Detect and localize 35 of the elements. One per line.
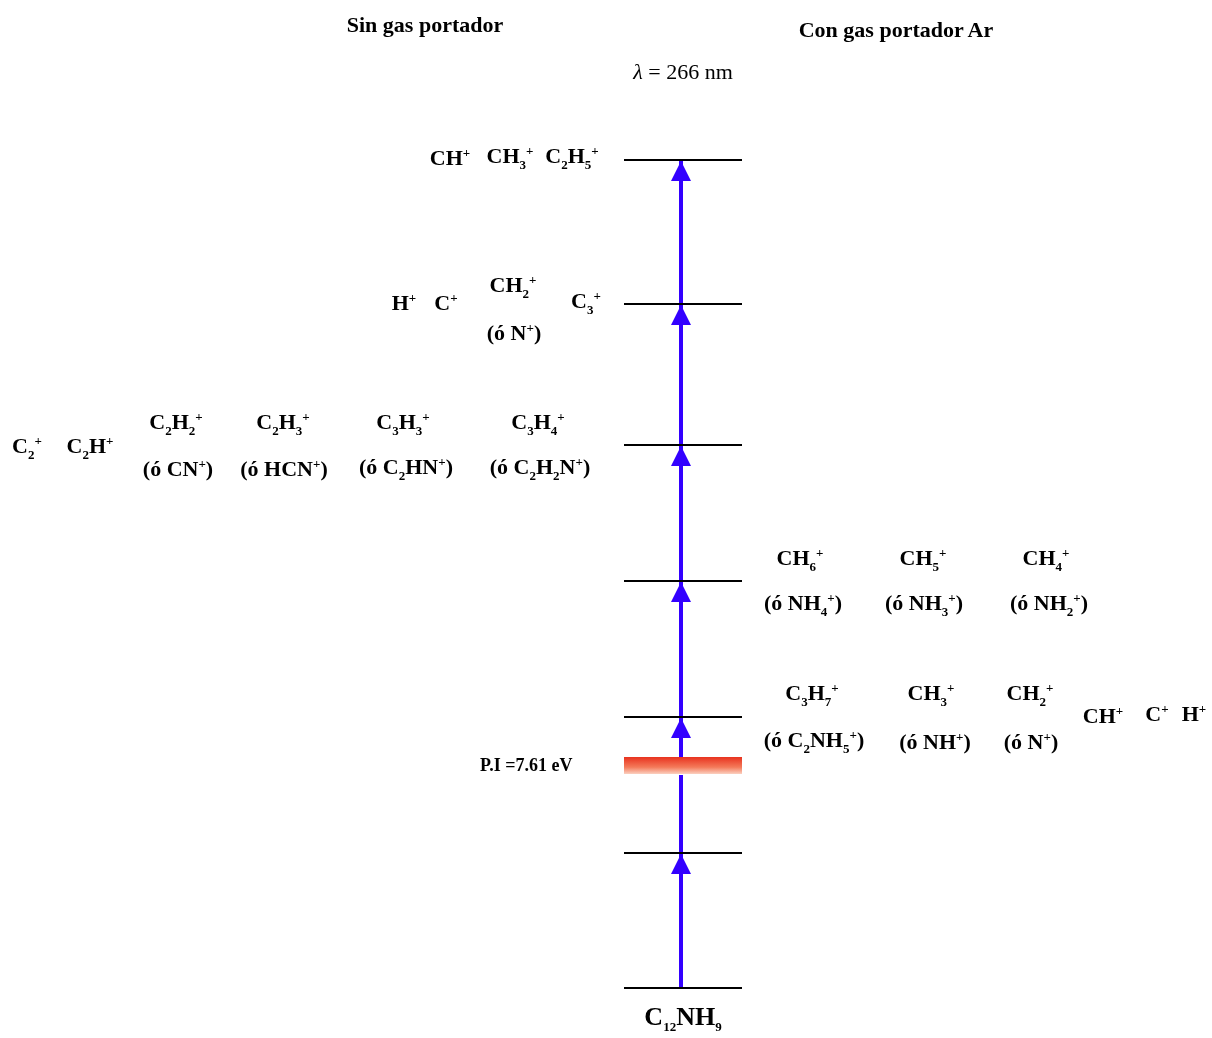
ion-fragment-label: C$^{+}$: [1145, 701, 1169, 727]
ion-fragment-label: C$_{2}$H$^{+}$: [66, 434, 114, 462]
column-heading: Sin gas portador: [346, 12, 504, 38]
transition-arrow: [671, 854, 691, 987]
molecule-label: C$_{12}$NH$_{9}$: [644, 1003, 722, 1035]
ion-fragment-label: (ó NH$_{4}$$^{+}$): [763, 591, 843, 619]
ion-fragment-label: (ó NH$^{+}$): [899, 729, 971, 755]
energy-level-line: [624, 852, 742, 854]
ion-fragment-label: (ó C$_{2}$HN$^{+}$): [359, 455, 453, 483]
ion-fragment-label: CH$^{+}$: [429, 145, 471, 171]
transition-arrow: [671, 305, 691, 444]
energy-level-line: [624, 159, 742, 161]
transition-arrow: [671, 718, 691, 757]
energy-level-line: [624, 580, 742, 582]
ion-fragment-label: (ó N$^{+}$): [486, 320, 542, 346]
ion-fragment-label: (ó NH$_{2}$$^{+}$): [1009, 591, 1089, 619]
column-heading: Con gas portador Ar: [798, 17, 994, 43]
ion-fragment-label: CH$^{+}$: [1082, 703, 1124, 729]
ion-fragment-label: (ó C$_{2}$NH$_{5}$$^{+}$): [763, 728, 865, 756]
ion-fragment-label: H$^{+}$: [1181, 701, 1207, 727]
ionization-potential-label: P.I =7.61 eV: [480, 756, 573, 776]
ion-fragment-label: (ó CN$^{+}$): [142, 456, 214, 482]
transition-arrow: [671, 161, 691, 303]
ion-fragment-label: C$^{+}$: [434, 290, 458, 316]
ion-fragment-label: (ó HCN$^{+}$): [240, 456, 328, 482]
wavelength-label: λ = 266 nm: [633, 59, 733, 85]
ion-fragment-label: H$^{+}$: [391, 290, 417, 316]
energy-level-line: [624, 716, 742, 718]
energy-level-line: [624, 444, 742, 446]
ion-fragment-label: (ó C$_{2}$H$_{2}$N$^{+}$): [489, 455, 591, 483]
ion-fragment-label: (ó NH$_{3}$$^{+}$): [884, 591, 964, 619]
ion-fragment-label: (ó N$^{+}$): [1003, 729, 1059, 755]
transition-arrow: [671, 446, 691, 580]
transition-arrow: [671, 582, 691, 716]
energy-level-line: [624, 303, 742, 305]
